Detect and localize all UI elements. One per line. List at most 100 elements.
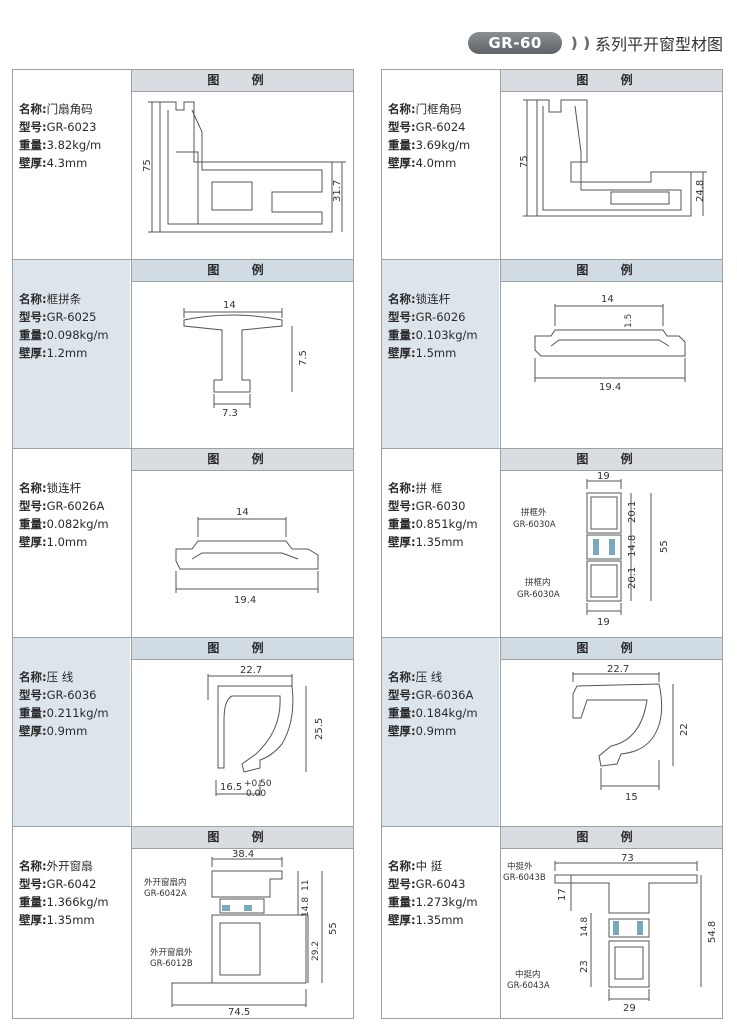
dim-label: 11 (301, 880, 311, 891)
figure-caption: 图 例 (132, 260, 353, 282)
dim-label: 14.8 (580, 917, 590, 937)
double-chevron-icon: ❫❫ (567, 34, 593, 52)
profile-row: 名称:门框角码 型号:GR-6024 重量:3.69kg/m 壁厚:4.0mm … (382, 70, 722, 259)
part-label: GR-6030A (513, 520, 556, 530)
profile-row: 名称:锁连杆 型号:GR-6026 重量:0.103kg/m 壁厚:1.5mm … (382, 259, 722, 448)
page-title: 系列平开窗型材图 (594, 35, 723, 54)
part-label: GR-6012B (150, 959, 193, 969)
dim-label: 19 (597, 617, 610, 628)
profile-figure: 图 例 75 24.8 (500, 70, 722, 259)
figure-caption: 图 例 (501, 70, 722, 92)
left-column: 名称:门扇角码 型号:GR-6023 重量:3.82kg/m 壁厚:4.3mm … (12, 69, 354, 1019)
profile-drawing: 14 1.5 19.4 (534, 294, 686, 393)
dim-label: 75 (519, 155, 530, 168)
profile-drawing: 22.7 22 15 (572, 664, 690, 803)
part-label: GR-6043A (507, 981, 550, 991)
part-label: GR-6042A (144, 889, 187, 899)
profile-figure: 图 例 22.7 22 15 (500, 638, 722, 826)
dim-label: 25.5 (314, 718, 325, 740)
dim-label: 7.3 (222, 408, 238, 419)
profile-drawing: 22.7 25.5 16.5 +0.50 0.00 (207, 665, 325, 799)
dim-label: 22.7 (240, 665, 262, 676)
profile-figure: 图 例 14 19.4 (131, 449, 353, 637)
profile-info: 名称:锁连杆 型号:GR-6026A 重量:0.082kg/m 壁厚:1.0mm (13, 449, 130, 637)
profile-row: 名称:中 挺 型号:GR-6043 重量:1.273kg/m 壁厚:1.35mm… (382, 826, 722, 1018)
profile-row: 名称:外开窗扇 型号:GR-6042 重量:1.366kg/m 壁厚:1.35m… (13, 826, 353, 1018)
dim-label: 29.2 (311, 941, 321, 961)
part-label: GR-6030A (517, 590, 560, 600)
part-label: 拼框内 (525, 577, 551, 588)
profile-drawing: 14 7.5 7.3 (183, 300, 309, 419)
part-label: GR-6043B (503, 873, 546, 883)
profile-drawing: 19 20.1 14.8 20.1 55 19 拼框外 GR-6030A 拼框内… (513, 471, 670, 628)
dim-label: 14.8 (301, 897, 311, 917)
dim-label: 16.5 (220, 782, 242, 793)
dim-label: 1.5 (624, 314, 634, 328)
dim-label: 20.1 (627, 567, 638, 589)
profile-figure: 图 例 73 17 (500, 827, 722, 1018)
profile-drawing: 14 19.4 (175, 507, 319, 606)
profile-row: 名称:锁连杆 型号:GR-6026A 重量:0.082kg/m 壁厚:1.0mm… (13, 448, 353, 637)
dim-label: 20.1 (627, 501, 638, 523)
dim-label: 19.4 (234, 595, 256, 606)
profile-figure: 图 例 14 1.5 19.4 (500, 260, 722, 448)
part-label: 外开窗扇外 (150, 947, 193, 958)
figure-caption: 图 例 (501, 449, 722, 471)
dim-label: 17 (557, 888, 568, 901)
profile-info: 名称:锁连杆 型号:GR-6026 重量:0.103kg/m 壁厚:1.5mm (382, 260, 499, 448)
dim-label: 14 (236, 507, 249, 518)
dim-label: 54.8 (707, 921, 718, 943)
figure-caption: 图 例 (501, 827, 722, 849)
figure-caption: 图 例 (132, 638, 353, 660)
profile-drawing: 75 31.7 (142, 101, 346, 233)
profile-info: 名称:框拼条 型号:GR-6025 重量:0.098kg/m 壁厚:1.2mm (13, 260, 130, 448)
dim-label: 19 (597, 471, 610, 482)
dim-label: 55 (659, 540, 670, 553)
series-badge: GR-60 (468, 32, 562, 54)
dim-label: 38.4 (232, 849, 254, 860)
dim-label: 24.8 (695, 180, 706, 202)
dim-label: 74.5 (228, 1007, 250, 1017)
profile-row: 名称:框拼条 型号:GR-6025 重量:0.098kg/m 壁厚:1.2mm … (13, 259, 353, 448)
figure-caption: 图 例 (132, 70, 353, 92)
dim-label: 19.4 (599, 382, 621, 393)
profile-drawing: 73 17 14.8 23 54.8 29 中挺外 GR-6043B 中挺内 G… (503, 853, 718, 1014)
dim-label: 29 (623, 1003, 636, 1014)
profile-row: 名称:拼 框 型号:GR-6030 重量:0.851kg/m 壁厚:1.35mm… (382, 448, 722, 637)
profile-info: 名称:外开窗扇 型号:GR-6042 重量:1.366kg/m 壁厚:1.35m… (13, 827, 130, 1018)
dim-label: 7.5 (298, 350, 309, 366)
figure-caption: 图 例 (501, 638, 722, 660)
dim-label: 0.00 (246, 789, 266, 799)
profile-figure: 图 例 38 (131, 827, 353, 1018)
part-label: 拼框外 (521, 507, 547, 518)
dim-label: 55 (328, 922, 339, 935)
profile-info: 名称:门扇角码 型号:GR-6023 重量:3.82kg/m 壁厚:4.3mm (13, 70, 130, 259)
profile-row: 名称:门扇角码 型号:GR-6023 重量:3.82kg/m 壁厚:4.3mm … (13, 70, 353, 259)
part-label: 中挺内 (515, 969, 541, 980)
dim-label: +0.50 (244, 779, 272, 789)
profile-figure: 图 例 19 20.1 (500, 449, 722, 637)
dim-label: 22 (679, 723, 690, 736)
profile-figure: 图 例 14 7.5 7.3 (131, 260, 353, 448)
profile-info: 名称:拼 框 型号:GR-6030 重量:0.851kg/m 壁厚:1.35mm (382, 449, 499, 637)
part-label: 外开窗扇内 (144, 877, 187, 888)
figure-caption: 图 例 (132, 827, 353, 849)
page-header: GR-60 ❫❫ 系列平开窗型材图 (468, 30, 723, 56)
figure-caption: 图 例 (501, 260, 722, 282)
dim-label: 14 (223, 300, 236, 311)
dim-label: 31.7 (332, 180, 343, 202)
part-label: 中挺外 (507, 861, 533, 872)
profile-drawing: 75 24.8 (519, 99, 707, 217)
dim-label: 73 (621, 853, 634, 864)
right-column: 名称:门框角码 型号:GR-6024 重量:3.69kg/m 壁厚:4.0mm … (381, 69, 723, 1019)
dim-label: 75 (142, 159, 153, 172)
profile-info: 名称:中 挺 型号:GR-6043 重量:1.273kg/m 壁厚:1.35mm (382, 827, 499, 1018)
profile-info: 名称:门框角码 型号:GR-6024 重量:3.69kg/m 壁厚:4.0mm (382, 70, 499, 259)
dim-label: 23 (579, 960, 590, 973)
dim-label: 22.7 (607, 664, 629, 675)
profile-info: 名称:压 线 型号:GR-6036A 重量:0.184kg/m 壁厚:0.9mm (382, 638, 499, 826)
dim-label: 15 (625, 792, 638, 803)
dim-label: 14 (601, 294, 614, 305)
profile-drawing: 38.4 11 14.8 29.2 55 74.5 外开窗扇内 GR-6042A… (144, 849, 339, 1017)
profile-info: 名称:压 线 型号:GR-6036 重量:0.211kg/m 壁厚:0.9mm (13, 638, 130, 826)
